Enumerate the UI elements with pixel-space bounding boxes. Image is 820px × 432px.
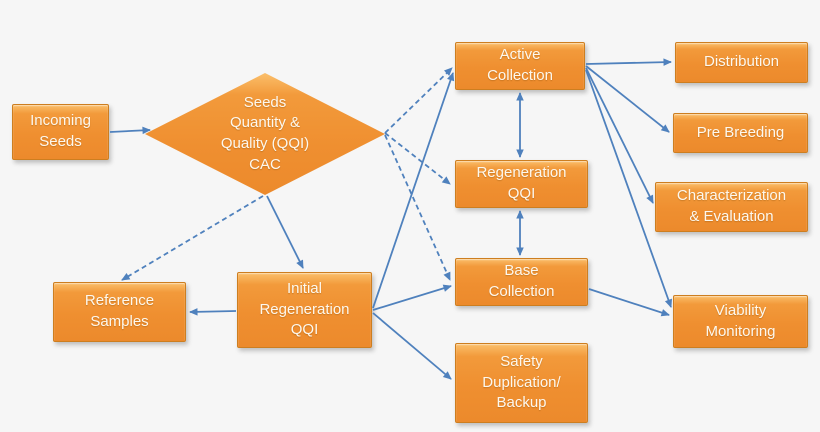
node-label-distribution: Distribution	[703, 53, 780, 71]
edge-seeds-qqi-cac-decision-to-active-collection	[384, 67, 453, 134]
edge-seeds-qqi-cac-decision-to-reference-samples	[121, 195, 264, 281]
node-initial-regeneration-qqi: Initial Regeneration QQI	[237, 272, 372, 348]
edge-active-collection-to-distribution	[585, 58, 672, 66]
node-pre-breeding: Pre Breeding	[673, 113, 808, 153]
node-label-initial-regeneration-qqi: Initial Regeneration QQI	[259, 279, 350, 339]
node-label-active-collection: Active Collection	[487, 46, 553, 84]
node-incoming-seeds: Incoming Seeds	[12, 104, 109, 160]
node-label-regeneration-qqi: Regeneration QQI	[476, 164, 567, 202]
edge-seeds-qqi-cac-decision-to-base-collection	[384, 134, 451, 281]
edge-active-collection-to-characterization-evaluation	[585, 67, 654, 204]
node-label-base-collection: Base Collection	[488, 262, 555, 300]
node-base-collection: Base Collection	[455, 258, 588, 306]
edge-seeds-qqi-cac-decision-to-initial-regeneration-qqi	[266, 195, 304, 269]
edge-initial-regeneration-qqi-to-base-collection	[372, 284, 452, 311]
node-regeneration-qqi: Regeneration QQI	[455, 160, 588, 208]
node-label-pre-breeding: Pre Breeding	[696, 123, 785, 141]
edge-initial-regeneration-qqi-to-active-collection	[372, 72, 455, 309]
node-active-collection: Active Collection	[455, 42, 585, 90]
edge-active-collection-to-pre-breeding	[585, 65, 670, 133]
edge-initial-regeneration-qqi-to-safety-duplication-backup	[372, 312, 452, 380]
node-safety-duplication-backup: Safety Duplication/ Backup	[455, 343, 588, 423]
node-label-incoming-seeds: Incoming Seeds	[30, 112, 91, 150]
node-label-seeds-qqi-cac-decision: Seeds Quantity & Quality (QQI) CAC	[220, 93, 310, 173]
node-seeds-qqi-cac-decision: Seeds Quantity & Quality (QQI) CAC	[145, 73, 385, 195]
edge-initial-regeneration-qqi-to-reference-samples	[189, 308, 237, 316]
edge-seeds-qqi-cac-decision-to-regeneration-qqi	[384, 132, 451, 185]
node-label-safety-duplication-backup: Safety Duplication/ Backup	[482, 352, 561, 412]
node-reference-samples: Reference Samples	[53, 282, 186, 342]
edge-incoming-seeds-to-seeds-qqi-cac-decision	[109, 126, 151, 135]
node-distribution: Distribution	[675, 42, 808, 83]
node-viability-monitoring: Viability Monitoring	[673, 295, 808, 348]
edge-base-collection-to-viability-monitoring	[588, 288, 670, 317]
node-characterization-evaluation: Characterization & Evaluation	[655, 182, 808, 232]
node-label-characterization-evaluation: Characterization & Evaluation	[676, 187, 787, 225]
node-label-reference-samples: Reference Samples	[84, 292, 155, 330]
node-label-viability-monitoring: Viability Monitoring	[705, 301, 776, 340]
